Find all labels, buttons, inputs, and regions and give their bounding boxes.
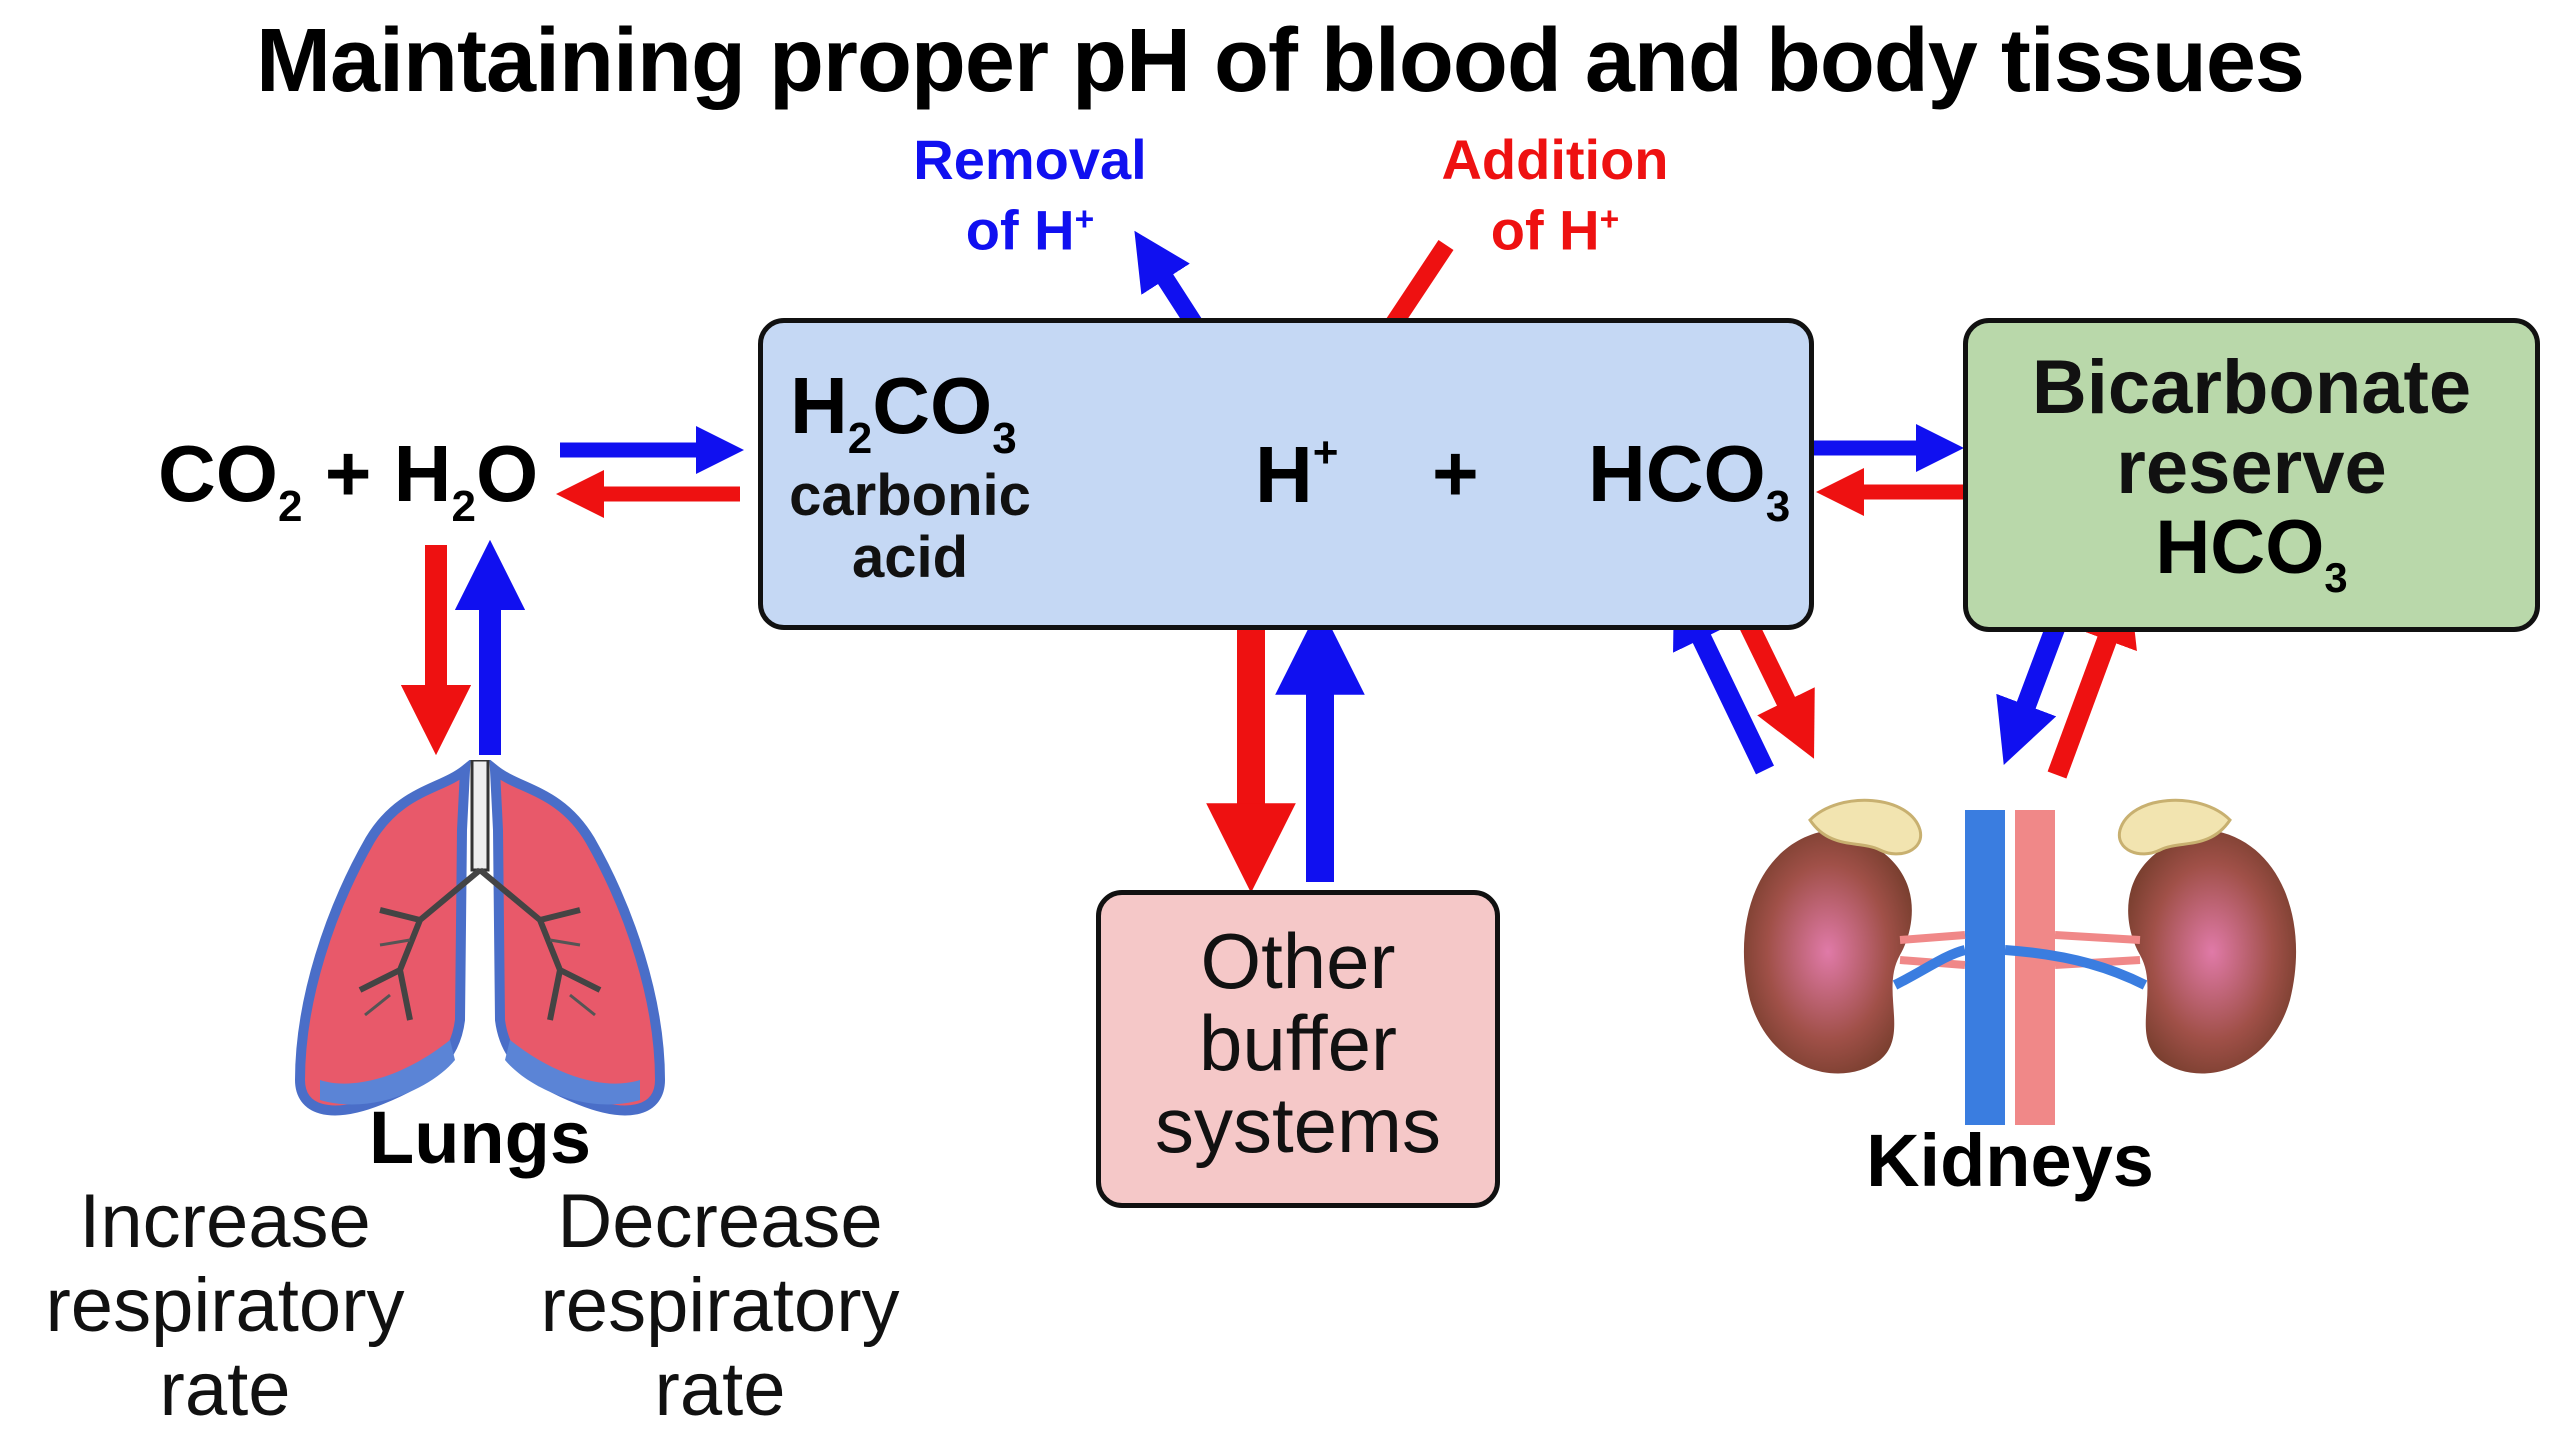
carbonic-acid-label: carbonic acid [770,465,1050,589]
removal-label-line2: of H+ [965,198,1095,262]
bicarbonate-ion-formula: HCO3 [1588,429,1791,531]
page-title: Maintaining proper pH of blood and body … [255,11,2305,111]
arrow-kidneys-to-reserve [2047,579,2137,779]
reserve-line1: Bicarbonate [2031,345,2472,430]
hydrogen-ion-formula: H+ [1255,428,1339,520]
other-buffer-systems-box [1096,890,1500,1208]
addition-label-line1: Addition [1441,128,1669,191]
decrease-line1: Decrease [557,1179,883,1264]
bicarbonate-reserve-label: Bicarbonate reserve HCO3 [1963,348,2540,618]
h2co3-formula: H2CO3 [790,361,1017,463]
plus-sign: + [1432,429,1479,518]
kidneys-label: Kidneys [1866,1119,2154,1202]
addition-label-line2: of H+ [1490,198,1620,262]
reserve-line3: HCO3 [2155,505,2348,601]
increase-respiratory-rate-caption: Increase respiratory rate [0,1180,450,1432]
other-line3: systems [1154,1081,1442,1169]
increase-line1: Increase [79,1179,371,1264]
decrease-line3: rate [654,1347,786,1432]
addition-label: Addition of H+ [1405,130,1705,261]
kidneys-icon [1743,798,2297,1125]
bicarbonate-reserve-box [1963,318,2540,632]
increase-line3: rate [159,1347,291,1432]
reserve-line2: reserve [2116,425,2387,510]
increase-line2: respiratory [45,1263,405,1348]
lungs-label: Lungs [369,1096,591,1179]
co2-h2o-formula: CO2 + H2O [158,429,539,531]
carbonic-acid-line1: carbonic [789,463,1031,528]
carbonic-acid-equilibrium-box [758,318,1814,630]
removal-label-line1: Removal [913,128,1147,191]
decrease-respiratory-rate-caption: Decrease respiratory rate [495,1180,945,1432]
other-line1: Other [1200,917,1396,1005]
arrow-kidneys-to-hco3 [1673,581,1775,775]
removal-label: Removal of H+ [880,130,1180,261]
decrease-line2: respiratory [540,1263,900,1348]
other-line2: buffer [1198,999,1398,1087]
lungs-icon [294,760,666,1116]
carbonic-acid-line2: acid [851,525,969,590]
other-buffer-systems-label: Other buffer systems [1096,920,1500,1166]
